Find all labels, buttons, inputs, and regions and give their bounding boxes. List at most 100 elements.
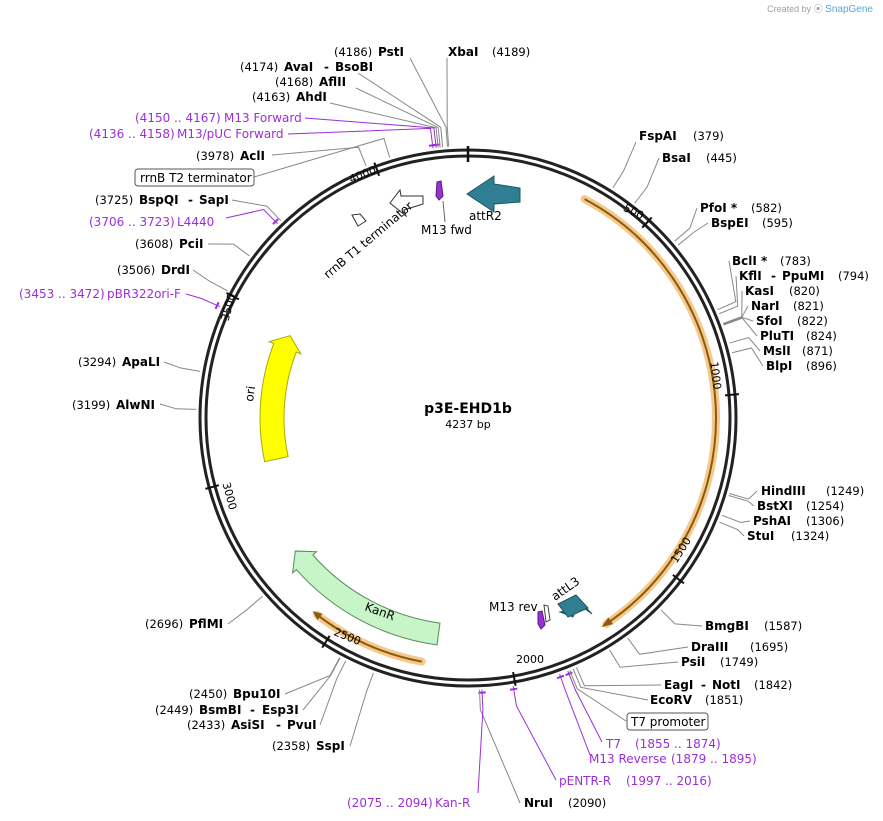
svg-text:NarI: NarI [751, 299, 780, 313]
tick-label-3500: 3500 [219, 292, 239, 322]
enzyme-label-pcii[interactable]: (3608) PciI [135, 237, 204, 251]
svg-text:(595): (595) [762, 216, 793, 230]
enzyme-label-xbai[interactable]: XbaI (4189) [448, 45, 530, 59]
enzyme-label-drdi[interactable]: (3506) DrdI [117, 263, 190, 277]
tick-mark-500 [641, 216, 653, 229]
tick-mark-1500 [672, 574, 685, 585]
enzyme-label-alwni[interactable]: (3199) AlwNI [72, 398, 155, 412]
enzyme-label-pflmi[interactable]: (2696) PflMI [145, 617, 223, 631]
feature-arrows [214, 143, 720, 694]
enzyme-label-kfli-ppumi[interactable]: KflI - PpuMI (794) [739, 269, 869, 283]
enzyme-label-bstxi[interactable]: BstXI (1254) [757, 499, 844, 513]
orf-line-right [584, 198, 717, 625]
enzyme-label-pfoi[interactable]: PfoI * (582) [700, 201, 782, 215]
svg-text:(1324): (1324) [791, 529, 829, 543]
enzyme-label-nari[interactable]: NarI (821) [751, 299, 824, 313]
primer-label-l4440[interactable]: (3706 .. 3723) L4440 [89, 215, 214, 229]
svg-text:(3725): (3725) [95, 193, 133, 207]
svg-text:PflMI: PflMI [189, 617, 223, 631]
enzyme-label-sfoi[interactable]: SfoI (822) [756, 314, 828, 328]
primer-label-kan-r[interactable]: (2075 .. 2094) Kan-R [347, 796, 470, 810]
svg-text:(4136 .. 4158): (4136 .. 4158) [89, 127, 175, 141]
enzyme-label-hindiii[interactable]: HindIII (1249) [761, 484, 864, 498]
primer-label-pentr-r[interactable]: pENTR-R (1997 .. 2016) [559, 774, 712, 788]
enzyme-label-sspi[interactable]: (2358) SspI [272, 739, 345, 753]
primer-label-m13-puc-forward[interactable]: (4136 .. 4158) M13/pUC Forward [89, 127, 284, 141]
enzyme-label-psti[interactable]: (4186) PstI [334, 45, 404, 59]
enzyme-label-psii[interactable]: PsiI (1749) [681, 655, 758, 669]
plasmid-name: p3E-EHD1b [424, 401, 512, 417]
primer-label-m13-reverse[interactable]: M13 Reverse (1879 .. 1895) [589, 752, 757, 766]
enzyme-label-ecorv[interactable]: EcoRV (1851) [650, 693, 743, 707]
leader-pshai [721, 514, 751, 523]
svg-text:ApaLI: ApaLI [122, 355, 160, 369]
orf-arrowhead-left [312, 611, 323, 621]
enzyme-label-bmgbi[interactable]: BmgBI (1587) [705, 619, 802, 633]
enzyme-label-acli[interactable]: (3978) AclI [196, 149, 265, 163]
svg-text:(2433): (2433) [187, 718, 225, 732]
svg-text:HindIII: HindIII [761, 484, 806, 498]
primer-label-m13-forward[interactable]: (4150 .. 4167) M13 Forward [135, 111, 302, 125]
tick-label-2000: 2000 [516, 653, 544, 666]
svg-text:PluTI: PluTI [760, 329, 794, 343]
enzyme-label-bsai[interactable]: BsaI (445) [662, 151, 737, 165]
svg-text:SapI: SapI [199, 193, 229, 207]
feature-label-ori: ori [242, 385, 258, 402]
svg-text:BspEI: BspEI [711, 216, 749, 230]
leader-draiii [627, 637, 689, 655]
enzyme-label-avai-bsobi[interactable]: (4174) AvaI - BsoBI [240, 60, 373, 74]
enzyme-label-pluti[interactable]: PluTI (824) [760, 329, 837, 343]
svg-text:(1855 .. 1874): (1855 .. 1874) [635, 737, 721, 751]
leader-pfoi [674, 207, 698, 242]
primer-label-t7[interactable]: T7 (1855 .. 1874) [605, 737, 721, 751]
svg-text:(582): (582) [751, 201, 782, 215]
svg-text:KflI: KflI [739, 269, 762, 283]
leader-bstxi [728, 494, 755, 507]
enzyme-label-bspei[interactable]: BspEI (595) [711, 216, 793, 230]
svg-text:(1749): (1749) [720, 655, 758, 669]
enzyme-label-nrui[interactable]: NruI (2090) [524, 796, 606, 810]
svg-text:-: - [324, 60, 329, 74]
leader-bmgbi [660, 609, 703, 627]
orf-line-left [316, 613, 422, 663]
enzyme-label-bspqi-sapi[interactable]: (3725) BspQI - SapI [95, 193, 229, 207]
enzyme-label-msli[interactable]: MslI (871) [763, 344, 833, 358]
svg-text:(2449): (2449) [155, 703, 193, 717]
enzyme-label-stui[interactable]: StuI (1324) [747, 529, 829, 543]
svg-text:(1587): (1587) [764, 619, 802, 633]
enzyme-label-apali[interactable]: (3294) ApaLI [78, 355, 160, 369]
svg-text:BstXI: BstXI [757, 499, 793, 513]
enzyme-label-bpu10i[interactable]: (2450) Bpu10I [189, 687, 280, 701]
enzyme-label-fspai[interactable]: FspAI (379) [639, 129, 724, 143]
leader-nrui [478, 689, 521, 804]
enzyme-label-ahdi[interactable]: (4163) AhdI [252, 90, 327, 104]
leader-pflmi [227, 595, 263, 625]
leader-pluti [723, 317, 758, 337]
enzyme-label-asisi-pvui[interactable]: (2433) AsiSI - PvuI [187, 718, 317, 732]
svg-text:BspQI: BspQI [139, 193, 179, 207]
svg-text:BsoBI: BsoBI [335, 60, 373, 74]
svg-text:(1879 .. 1895): (1879 .. 1895) [671, 752, 757, 766]
tick-mark-3000 [205, 484, 220, 490]
svg-text:(4189): (4189) [492, 45, 530, 59]
leader-bspqi-sapi [231, 199, 282, 222]
svg-text:T7 promoter: T7 promoter [630, 715, 706, 729]
enzyme-label-bsmbi-esp3i[interactable]: (2449) BsmBI - Esp3I [155, 703, 299, 717]
enzyme-label-blpi[interactable]: BlpI (896) [766, 359, 837, 373]
enzyme-label-draiii[interactable]: DraIII (1695) [691, 640, 788, 654]
svg-text:(4163): (4163) [252, 90, 290, 104]
svg-text:(4174): (4174) [240, 60, 278, 74]
enzyme-label-eagi-noti[interactable]: EagI - NotI (1842) [664, 678, 792, 692]
leader-psii [609, 649, 679, 668]
plasmid-length: 4237 bp [445, 418, 490, 431]
enzyme-label-pshai[interactable]: PshAI (1306) [753, 514, 844, 528]
enzyme-label-aflii[interactable]: (4168) AflII [275, 75, 346, 89]
svg-text:(820): (820) [789, 284, 820, 298]
svg-text:FspAI: FspAI [639, 129, 677, 143]
svg-text:(2090): (2090) [568, 796, 606, 810]
svg-text:M13 Reverse: M13 Reverse [589, 752, 667, 766]
svg-text:AsiSI: AsiSI [231, 718, 265, 732]
enzyme-label-bcli[interactable]: BclI * (783) [732, 254, 811, 268]
primer-label-pbr322ori-f[interactable]: (3453 .. 3472) pBR322ori-F [19, 287, 181, 301]
enzyme-label-kasi[interactable]: KasI (820) [745, 284, 820, 298]
